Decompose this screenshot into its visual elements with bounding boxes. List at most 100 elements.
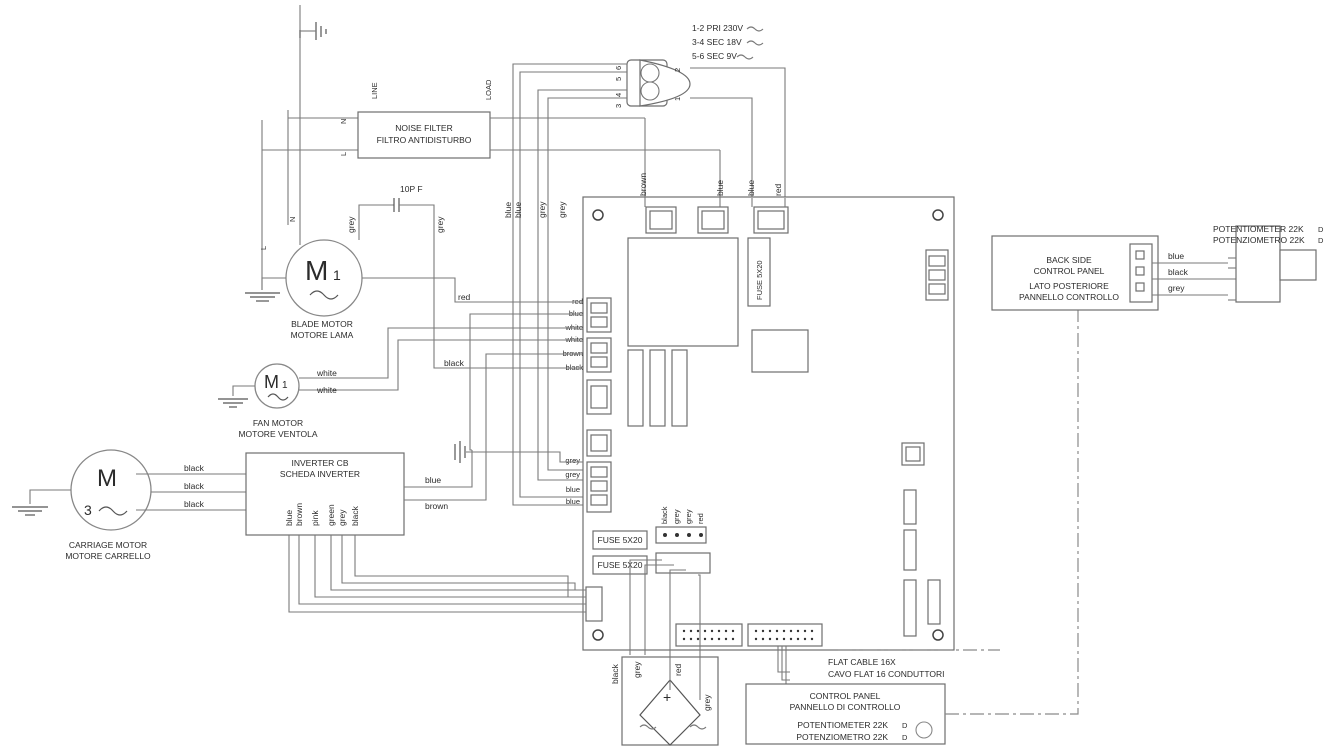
inverter-title-it: SCHEDA INVERTER xyxy=(280,469,360,479)
capacitor-grey-left: grey xyxy=(346,216,356,233)
blade-motor-label-en: BLADE MOTOR xyxy=(291,319,353,329)
mains-n-label: N xyxy=(288,217,297,222)
blade-motor-symbol: M xyxy=(305,255,328,286)
back-panel-line2: CONTROL PANEL xyxy=(1034,266,1105,276)
capacitor: 10P F grey grey xyxy=(346,184,445,278)
main-board: FUSE 5X20 xyxy=(582,196,955,651)
transformer-pin-1: 1 xyxy=(673,97,682,101)
inv-wire-brown: brown xyxy=(294,503,304,526)
back-panel-wire-grey: grey xyxy=(1168,283,1185,293)
fan-motor-label-it: MOTORE VENTOLA xyxy=(238,429,317,439)
blade-motor: M 1 BLADE MOTOR MOTORE LAMA red xyxy=(245,239,583,340)
inv-wire-green: green xyxy=(326,504,336,526)
inv-wire-black: black xyxy=(350,505,360,526)
back-panel-wire-blue: blue xyxy=(1168,251,1184,261)
vwire-grey-1: grey xyxy=(537,201,547,218)
board-left-group1-labels: red blue white white brown black xyxy=(563,297,584,372)
blade-motor-label-it: MOTORE LAMA xyxy=(291,330,354,340)
fan-motor-sub: 1 xyxy=(282,380,288,391)
flat-cable: FLAT CABLE 16X CAVO FLAT 16 CONDUTTORI xyxy=(777,646,945,684)
back-panel-line3: LATO POSTERIORE xyxy=(1029,281,1109,291)
lg2-grey-1: grey xyxy=(565,456,580,465)
top-earth xyxy=(299,5,327,40)
control-panel-mark-2: D xyxy=(902,733,908,742)
blade-motor-sub: 1 xyxy=(333,267,341,283)
flat-cable-it: CAVO FLAT 16 CONDUTTORI xyxy=(828,669,945,679)
vwire-blue-2: blue xyxy=(513,202,523,218)
transformer-pin-6: 6 xyxy=(614,66,623,70)
pot-right-en: POTENTIOMETER 22K xyxy=(1213,224,1304,234)
fan-motor-symbol: M xyxy=(264,372,279,392)
carriage-motor-sub: 3 xyxy=(84,502,92,518)
motor-feed-wires: black xyxy=(340,278,583,501)
transformer-line3: 5-6 SEC 9V xyxy=(692,51,737,61)
inverter-out-blue: blue xyxy=(425,475,441,485)
noise-filter-title-en: NOISE FILTER xyxy=(395,123,452,133)
noise-filter-l-label: L xyxy=(339,152,348,156)
carriage-motor-label-it: MOTORE CARRELLO xyxy=(65,551,151,561)
rectifier-bridge: + black grey red grey xyxy=(610,559,719,746)
dashed-cables xyxy=(838,310,1079,715)
bridge-plus: + xyxy=(663,689,671,705)
board-fuse-2-label: FUSE 5X20 xyxy=(598,560,643,570)
capacitor-grey-right: grey xyxy=(435,216,445,233)
board-conn-wire-labels: black grey grey red xyxy=(660,506,705,524)
bridge-wire-grey-1: grey xyxy=(632,661,642,678)
potentiometer-right: POTENTIOMETER 22K POTENZIOMETRO 22K D D xyxy=(1213,224,1324,303)
top-wire-blue-1: blue xyxy=(715,180,725,196)
vertical-wire-labels: blue blue grey grey xyxy=(503,201,567,218)
noise-filter-line-label: LINE xyxy=(370,82,379,99)
board-fuse-top-label: FUSE 5X20 xyxy=(755,260,764,300)
pot-right-mark-2: D xyxy=(1318,236,1324,245)
conn-wire-grey-1: grey xyxy=(672,509,681,524)
board-top-wire-labels: brown blue blue red xyxy=(638,118,786,207)
bridge-wire-grey-2: grey xyxy=(702,694,712,711)
transformer-pin-3: 3 xyxy=(614,104,623,108)
control-panel-pot-it: POTENZIOMETRO 22K xyxy=(796,732,888,742)
lg2-grey-2: grey xyxy=(565,470,580,479)
back-panel-line4: PANNELLO CONTROLLO xyxy=(1019,292,1119,302)
noise-filter-load-label: LOAD xyxy=(484,79,493,100)
bridge-wire-black: black xyxy=(610,663,620,684)
lg2-blue-1: blue xyxy=(566,485,580,494)
flat-cable-en: FLAT CABLE 16X xyxy=(828,657,896,667)
lg2-blue-2: blue xyxy=(566,497,580,506)
capacitor-label: 10P F xyxy=(400,184,423,194)
transformer: 1-2 PRI 230V 3-4 SEC 18V 5-6 SEC 9V 3 4 … xyxy=(512,23,786,506)
carriage-motor: M 3 CARRIAGE MOTOR MOTORE CARRELLO black… xyxy=(12,449,246,561)
inv-wire-grey: grey xyxy=(337,509,347,526)
back-panel-line1: BACK SIDE xyxy=(1046,255,1092,265)
transformer-line1: 1-2 PRI 230V xyxy=(692,23,743,33)
transformer-pin-2: 2 xyxy=(673,68,682,72)
transformer-pin-4: 4 xyxy=(614,93,623,97)
inv-wire-pink: pink xyxy=(310,510,320,526)
carriage-wire-black-2: black xyxy=(184,481,205,491)
board-fuse-1-label: FUSE 5X20 xyxy=(598,535,643,545)
control-panel-title-en: CONTROL PANEL xyxy=(810,691,881,701)
fan-motor-label-en: FAN MOTOR xyxy=(253,418,303,428)
inv-wire-blue: blue xyxy=(284,510,294,526)
pot-right-it: POTENZIOMETRO 22K xyxy=(1213,235,1305,245)
transformer-line2: 3-4 SEC 18V xyxy=(692,37,742,47)
noise-filter-title-it: FILTRO ANTIDISTURBO xyxy=(377,135,472,145)
fan-motor: M 1 FAN MOTOR MOTORE VENTOLA white white xyxy=(218,363,340,439)
control-panel: CONTROL PANEL PANNELLO DI CONTROLLO POTE… xyxy=(745,683,946,745)
bridge-wire-red: red xyxy=(673,663,683,676)
transformer-pin-5: 5 xyxy=(614,77,623,81)
blade-motor-red-wire: red xyxy=(458,292,471,302)
board-left-group2-labels: grey grey blue blue xyxy=(565,456,580,506)
inverter-board: INVERTER CB SCHEDA INVERTER blue brown p… xyxy=(245,441,586,613)
fan-motor-white-2: white xyxy=(316,385,337,395)
pot-right-mark-1: D xyxy=(1318,225,1324,234)
inverter-out-brown: brown xyxy=(425,501,448,511)
carriage-wire-black-1: black xyxy=(184,463,205,473)
top-wire-brown: brown xyxy=(638,173,648,196)
fan-motor-white-1: white xyxy=(316,368,337,378)
inverter-title-en: INVERTER CB xyxy=(292,458,349,468)
carriage-motor-label-en: CARRIAGE MOTOR xyxy=(69,540,147,550)
back-control-panel: BACK SIDE CONTROL PANEL LATO POSTERIORE … xyxy=(991,235,1236,311)
top-wire-blue-2: blue xyxy=(746,180,756,196)
vwire-blue-1: blue xyxy=(503,202,513,218)
mains-l-label: L xyxy=(259,246,268,250)
